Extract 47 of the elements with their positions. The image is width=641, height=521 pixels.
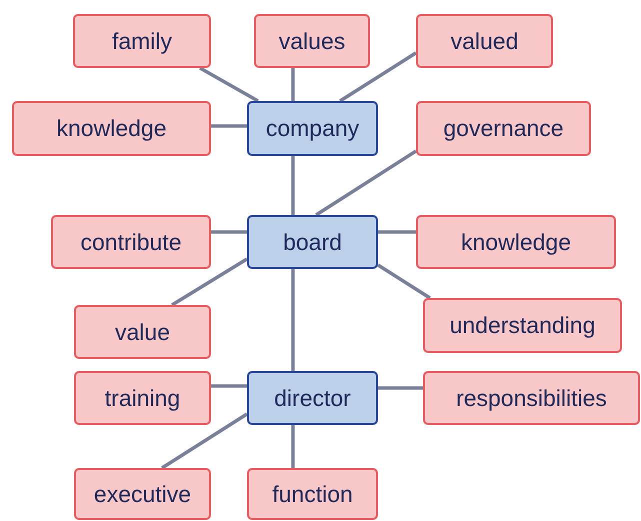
node-label: responsibilities	[456, 384, 607, 412]
node-label: knowledge	[461, 228, 571, 256]
term-box	[73, 14, 211, 68]
term-box	[416, 101, 591, 156]
term-box	[423, 298, 622, 353]
node-label: training	[104, 384, 180, 412]
connector-line	[199, 66, 259, 103]
connector-line	[378, 230, 416, 234]
connector-line	[161, 412, 248, 470]
connector-line	[378, 386, 423, 390]
connector-line	[211, 124, 247, 128]
node-label: contribute	[80, 228, 182, 256]
node-label: board	[283, 228, 342, 256]
term-box	[74, 371, 211, 425]
hub-box	[247, 215, 378, 269]
term-box	[12, 101, 211, 156]
term-box	[247, 468, 378, 520]
node-label: function	[272, 480, 353, 508]
node-label: executive	[94, 480, 192, 508]
term-box	[254, 14, 370, 68]
term-box	[416, 14, 553, 68]
connector-line	[291, 269, 295, 371]
node-label: values	[278, 28, 346, 54]
hub-box	[247, 371, 378, 425]
term-box	[51, 215, 211, 269]
term-box	[423, 371, 640, 425]
node-label: understanding	[450, 312, 596, 339]
term-box	[74, 305, 211, 359]
connector-line	[339, 51, 417, 102]
hub-box	[247, 101, 378, 156]
connector-line	[291, 425, 295, 468]
connector-line	[211, 230, 247, 234]
connector-line	[291, 156, 295, 215]
connector-line	[211, 384, 247, 388]
connector-line	[315, 150, 417, 216]
node-label: family	[112, 28, 172, 54]
node-label: company	[266, 115, 360, 142]
node-label: knowledge	[56, 115, 166, 142]
node-label: valued	[450, 28, 518, 54]
connector-line	[291, 68, 295, 101]
connector-line	[171, 258, 248, 306]
term-box	[74, 468, 211, 520]
node-label: director	[274, 384, 351, 412]
node-label: value	[115, 318, 170, 346]
connector-line	[377, 264, 431, 300]
node-label: governance	[443, 115, 564, 142]
term-box	[416, 215, 616, 269]
